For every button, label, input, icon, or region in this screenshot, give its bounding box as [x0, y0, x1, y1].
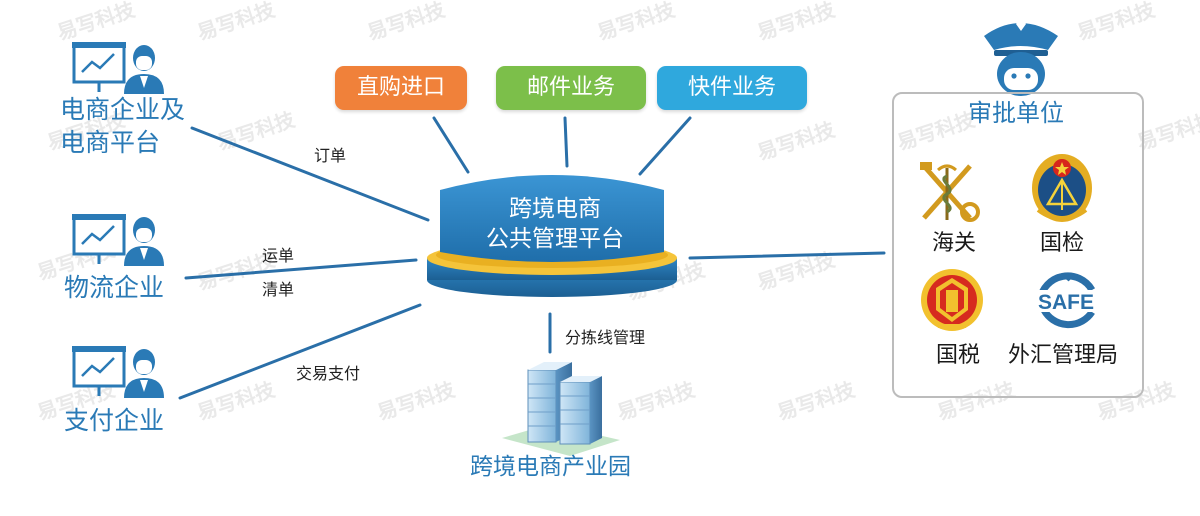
edge-direct-import-platform [432, 116, 470, 174]
watermark-text: 易写科技 [214, 107, 298, 155]
service-express-label: 快件业务 [687, 75, 776, 100]
platform-cylinder [427, 175, 677, 297]
logistics-label: 物流企业 [64, 273, 165, 302]
agency-tax-label: 国税 [936, 343, 981, 368]
watermark-text: 易写科技 [754, 0, 838, 45]
edge-ecommerce-platform [190, 126, 430, 222]
service-direct-import-label: 直购进口 [356, 75, 445, 100]
safe-logo-text: SAFE [1038, 291, 1094, 314]
ecommerce-label-line2: 电商平台 [60, 128, 161, 157]
edge-label-manifest: 清单 [262, 280, 295, 299]
watermark-text: 易写科技 [614, 377, 698, 425]
industrial-park-label: 跨境电商产业园 [470, 454, 631, 480]
watermark-text: 易写科技 [194, 377, 278, 425]
service-direct-import: 直购进口 [335, 66, 467, 110]
agency-customs-label: 海关 [932, 231, 977, 256]
watermark-text: 易写科技 [1074, 0, 1158, 45]
edge-label-order: 订单 [314, 146, 347, 165]
service-express: 快件业务 [657, 66, 807, 110]
person-chart-icon [72, 346, 164, 398]
watermark-text: 易写科技 [594, 0, 678, 45]
watermark-text: 易写科技 [54, 0, 138, 45]
payment-company-label: 支付企业 [64, 406, 165, 435]
watermark-text: 易写科技 [1134, 107, 1200, 155]
building-icon [502, 362, 620, 456]
approval-panel [892, 92, 1144, 398]
person-chart-icon [72, 42, 164, 94]
watermark-text: 易写科技 [194, 0, 278, 45]
agency-inspection-label: 国检 [1040, 231, 1085, 256]
officer-icon [984, 17, 1058, 96]
edge-logistics-platform [184, 258, 418, 280]
edge-payment-platform [178, 303, 422, 400]
tax-badge-icon [921, 269, 983, 331]
approval-title: 审批单位 [968, 99, 1064, 127]
platform-title-line2: 公共管理平台 [486, 226, 624, 252]
person-chart-icon [72, 214, 164, 266]
edge-label-sorting: 分拣线管理 [565, 328, 646, 347]
inspection-badge-icon [1032, 154, 1092, 222]
edge-platform-approval [688, 251, 886, 260]
agency-safe-label: 外汇管理局 [1008, 343, 1119, 368]
safe-logo-icon: SAFE [1028, 272, 1104, 329]
service-mail: 邮件业务 [496, 66, 646, 110]
service-mail-label: 邮件业务 [526, 75, 615, 100]
ecommerce-label-line1: 电商企业及 [60, 95, 186, 124]
edge-express-platform [638, 116, 692, 176]
customs-emblem-icon [920, 162, 980, 222]
watermark-text: 易写科技 [364, 0, 448, 45]
edge-label-waybill: 运单 [262, 246, 295, 265]
platform-title-line1: 跨境电商 [509, 196, 601, 222]
watermark-text: 易写科技 [374, 377, 458, 425]
watermark-text: 易写科技 [774, 377, 858, 425]
edge-mail-platform [563, 116, 569, 168]
watermark-text: 易写科技 [754, 117, 838, 165]
edge-label-payment: 交易支付 [296, 364, 361, 383]
